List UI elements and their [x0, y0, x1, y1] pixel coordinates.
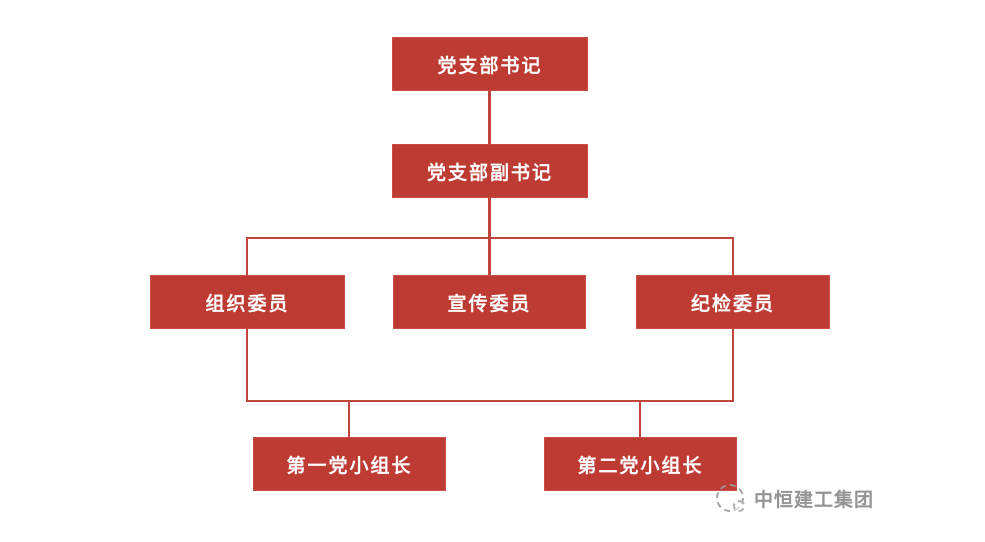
- connector-discipline-to-group-bus: [732, 329, 734, 402]
- connector-deputy-to-committee-row: [488, 198, 491, 275]
- connector-group-row-bus: [246, 400, 734, 402]
- brand-watermark-text: 中恒建工集团: [754, 489, 875, 511]
- brand-logo-icon: [716, 484, 745, 512]
- connector-committee-row-bus-top: [246, 237, 734, 239]
- connector-drop-to-discipline: [732, 237, 734, 275]
- node-party-branch-deputy-secretary: 党支部副书记: [392, 144, 588, 198]
- node-label: 组织委员: [205, 293, 290, 315]
- node-label: 第一党小组长: [286, 455, 413, 477]
- node-label: 宣传委员: [447, 293, 532, 315]
- node-party-branch-secretary: 党支部书记: [392, 37, 588, 91]
- connector-drop-to-group1: [348, 400, 350, 437]
- connector-organization-to-group-bus: [246, 329, 248, 402]
- connector-drop-to-group2: [639, 400, 641, 437]
- connector-secretary-to-deputy: [488, 91, 491, 144]
- node-second-party-group-leader: 第二党小组长: [544, 437, 737, 491]
- node-label: 第二党小组长: [577, 455, 704, 477]
- node-label: 纪检委员: [690, 293, 775, 315]
- node-organization-committee-member: 组织委员: [150, 275, 345, 329]
- node-discipline-inspection-committee-member: 纪检委员: [636, 275, 830, 329]
- node-propaganda-committee-member: 宣传委员: [393, 275, 586, 329]
- connector-drop-to-organization: [246, 237, 248, 275]
- node-label: 党支部副书记: [426, 162, 553, 184]
- brand-watermark: 中恒建工集团: [716, 484, 874, 512]
- node-first-party-group-leader: 第一党小组长: [253, 437, 446, 491]
- node-label: 党支部书记: [437, 55, 543, 77]
